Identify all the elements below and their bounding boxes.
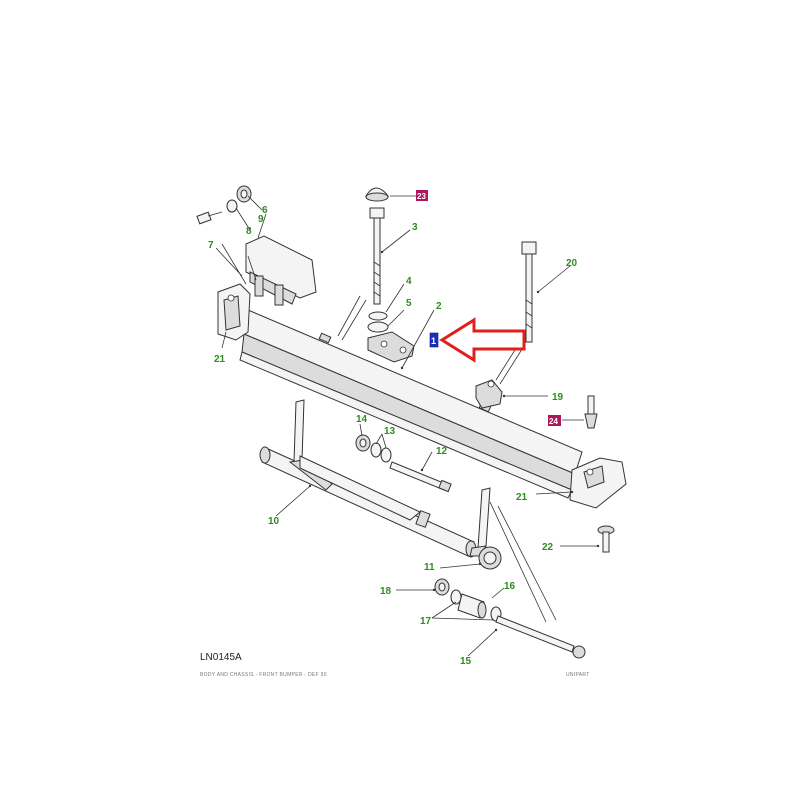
washer-4	[368, 311, 388, 321]
callout-labels: 1 2 3 4 5 6 7 8 9 10 11 12 13 14 15 16 1…	[208, 190, 578, 667]
end-cap-right	[569, 457, 627, 509]
bumper-bar	[239, 309, 583, 499]
nut-9	[236, 185, 252, 203]
red-arrow-left-icon	[439, 317, 526, 363]
dome-cap-23	[365, 187, 390, 202]
callout-11: 11	[424, 562, 435, 573]
bracket-19	[475, 379, 503, 409]
rivet-24	[584, 395, 598, 429]
pink-badge-24	[548, 415, 561, 426]
callout-14: 14	[356, 414, 368, 425]
callout-12: 12	[436, 446, 448, 457]
bush-18	[434, 578, 450, 596]
callout-5: 5	[406, 298, 412, 309]
callout-16: 16	[504, 581, 516, 592]
pink-badge-23	[416, 190, 428, 201]
callout-24: 24	[549, 417, 558, 426]
callout-9: 9	[258, 214, 264, 225]
long-bolt-20	[521, 241, 537, 343]
callout-18: 18	[380, 586, 392, 597]
towing-frame-10	[259, 399, 491, 558]
bolt-15	[495, 615, 586, 659]
washer-5	[367, 321, 389, 333]
callout-19: 19	[552, 392, 564, 403]
callout-21-right: 21	[516, 492, 528, 503]
assembly-lines	[221, 243, 557, 623]
callout-leaders	[215, 195, 600, 657]
callout-7: 7	[208, 240, 214, 251]
screw-22	[597, 525, 615, 553]
callout-8: 8	[246, 226, 252, 237]
bumper-cover-part-6	[245, 235, 317, 306]
bush-14	[355, 434, 371, 452]
callout-21-left: 21	[214, 354, 226, 365]
washer-13a	[370, 442, 382, 458]
callout-2: 2	[436, 301, 442, 312]
washer-8	[226, 199, 238, 213]
callout-1: 1	[431, 336, 436, 346]
washer-13b	[380, 447, 392, 463]
long-bolt-3	[369, 207, 385, 305]
callout-4: 4	[406, 276, 412, 287]
caption-right: UNIPART	[566, 672, 590, 678]
bush-11	[478, 546, 502, 570]
callout-20: 20	[566, 258, 578, 269]
bolt-12	[389, 461, 452, 493]
caption-left: BODY AND CHASSIS - FRONT BUMPER - DEF 90	[200, 672, 327, 678]
spacer-16	[457, 593, 487, 619]
callout-23: 23	[417, 192, 426, 201]
callout-13: 13	[384, 426, 396, 437]
end-cap-left	[217, 283, 251, 341]
highlight-badge-1	[429, 332, 439, 348]
callout-22: 22	[542, 542, 554, 553]
callout-17: 17	[420, 616, 432, 627]
callout-15: 15	[460, 656, 472, 667]
callout-10: 10	[268, 516, 280, 527]
bracket-1	[367, 331, 415, 363]
callout-3: 3	[412, 222, 418, 233]
washer-17a	[450, 589, 462, 605]
bolt-7	[196, 211, 223, 225]
callout-6: 6	[262, 205, 268, 216]
figure-code: LN0145A	[200, 652, 242, 663]
